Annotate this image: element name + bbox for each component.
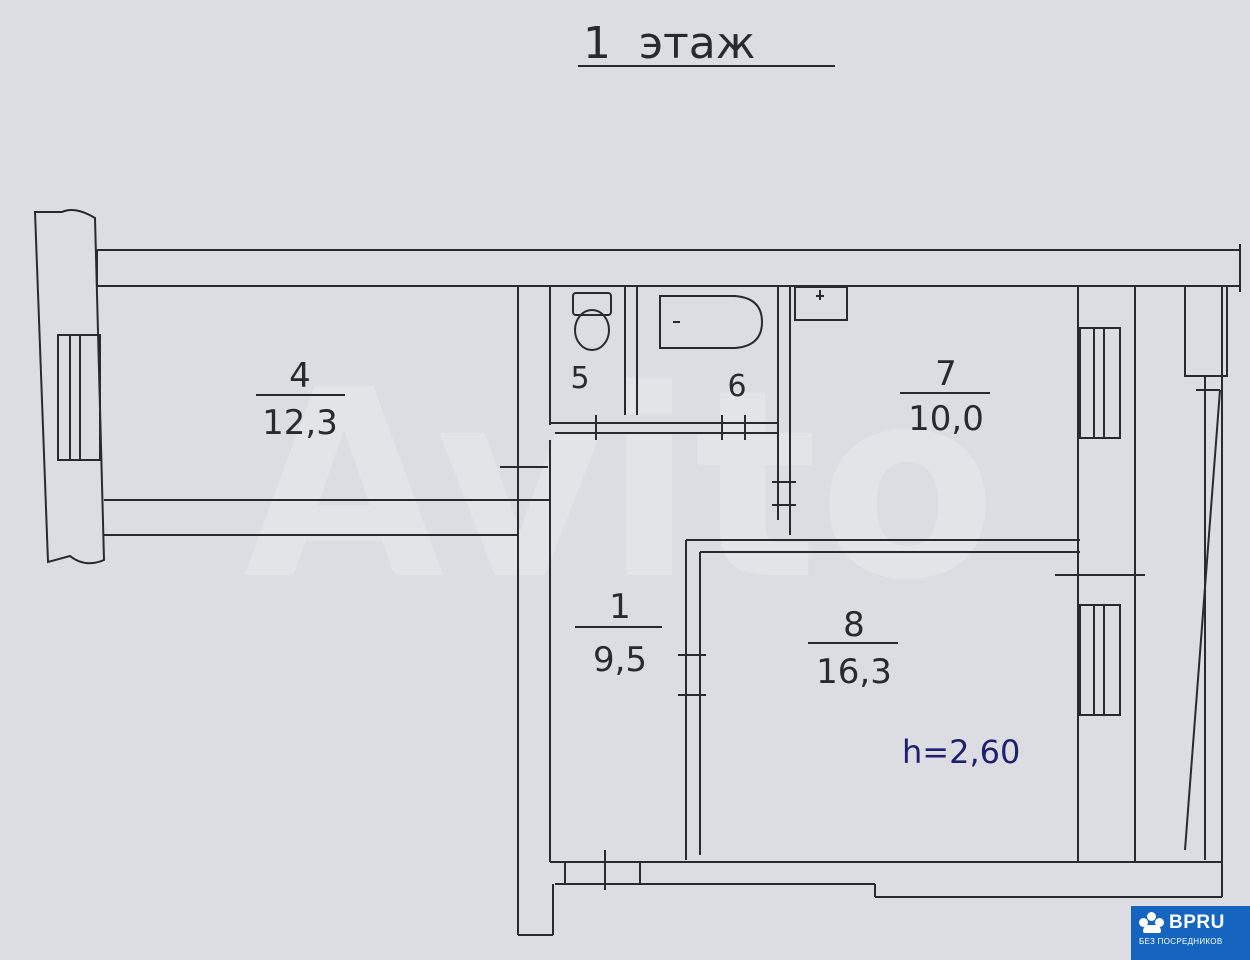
bpru-badge[interactable]: BPRU БЕЗ ПОСРЕДНИКОВ: [1131, 906, 1250, 960]
toilet-bowl: [574, 309, 610, 351]
balcony-post: [1184, 285, 1228, 377]
room-4-number: 4: [289, 356, 311, 396]
room-4-area: 12,3: [262, 403, 338, 443]
toilet-tank: [572, 292, 612, 316]
room-7-number: 7: [935, 354, 957, 394]
badge-subtitle: БЕЗ ПОСРЕДНИКОВ: [1139, 937, 1223, 946]
kitchen-stove: [794, 286, 848, 321]
ceiling-height-note: h=2,60: [902, 733, 1020, 771]
room-1-number: 1: [609, 587, 631, 627]
room-6-number: 6: [727, 369, 746, 404]
room-1-area: 9,5: [593, 640, 647, 680]
walls: [33, 65, 1241, 936]
room-8-number: 8: [843, 605, 865, 645]
people-group-icon: [1139, 912, 1165, 934]
window-right-bottom: [1079, 604, 1121, 716]
badge-name: BPRU: [1169, 912, 1225, 933]
room-8-area: 16,3: [816, 652, 892, 692]
room-5-number: 5: [570, 361, 589, 396]
bathtub: [659, 295, 764, 349]
plan-title: 1 этаж: [583, 18, 755, 69]
room-7-area: 10,0: [908, 399, 984, 439]
left-end-wall: [33, 209, 106, 565]
window-right-top: [1079, 327, 1121, 439]
watermark: Avito: [243, 335, 996, 637]
